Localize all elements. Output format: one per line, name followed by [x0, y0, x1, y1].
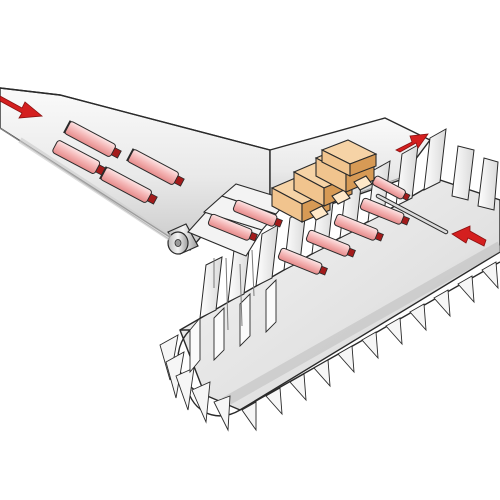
pusher-direction-arrow — [451, 225, 487, 247]
tube — [126, 148, 185, 187]
tube — [99, 166, 158, 205]
infeed-tubes — [52, 120, 185, 205]
carton — [320, 139, 378, 177]
guide-rods — [213, 249, 255, 331]
tube — [207, 213, 258, 242]
carton-group — [270, 139, 378, 223]
tube — [232, 199, 283, 228]
tube — [359, 197, 410, 226]
tube — [277, 247, 328, 276]
tube — [333, 213, 384, 242]
infeed-end-roller — [167, 223, 199, 255]
carton-pusher-rod — [375, 193, 449, 235]
tube — [63, 120, 122, 159]
bucket-flights-bottom — [159, 261, 499, 432]
pocket-tubes — [207, 175, 411, 276]
infeed-direction-arrow — [0, 95, 44, 119]
carton-outfeed-arrow — [395, 133, 429, 153]
bucket-side-plates — [189, 278, 277, 374]
tube — [305, 229, 356, 258]
